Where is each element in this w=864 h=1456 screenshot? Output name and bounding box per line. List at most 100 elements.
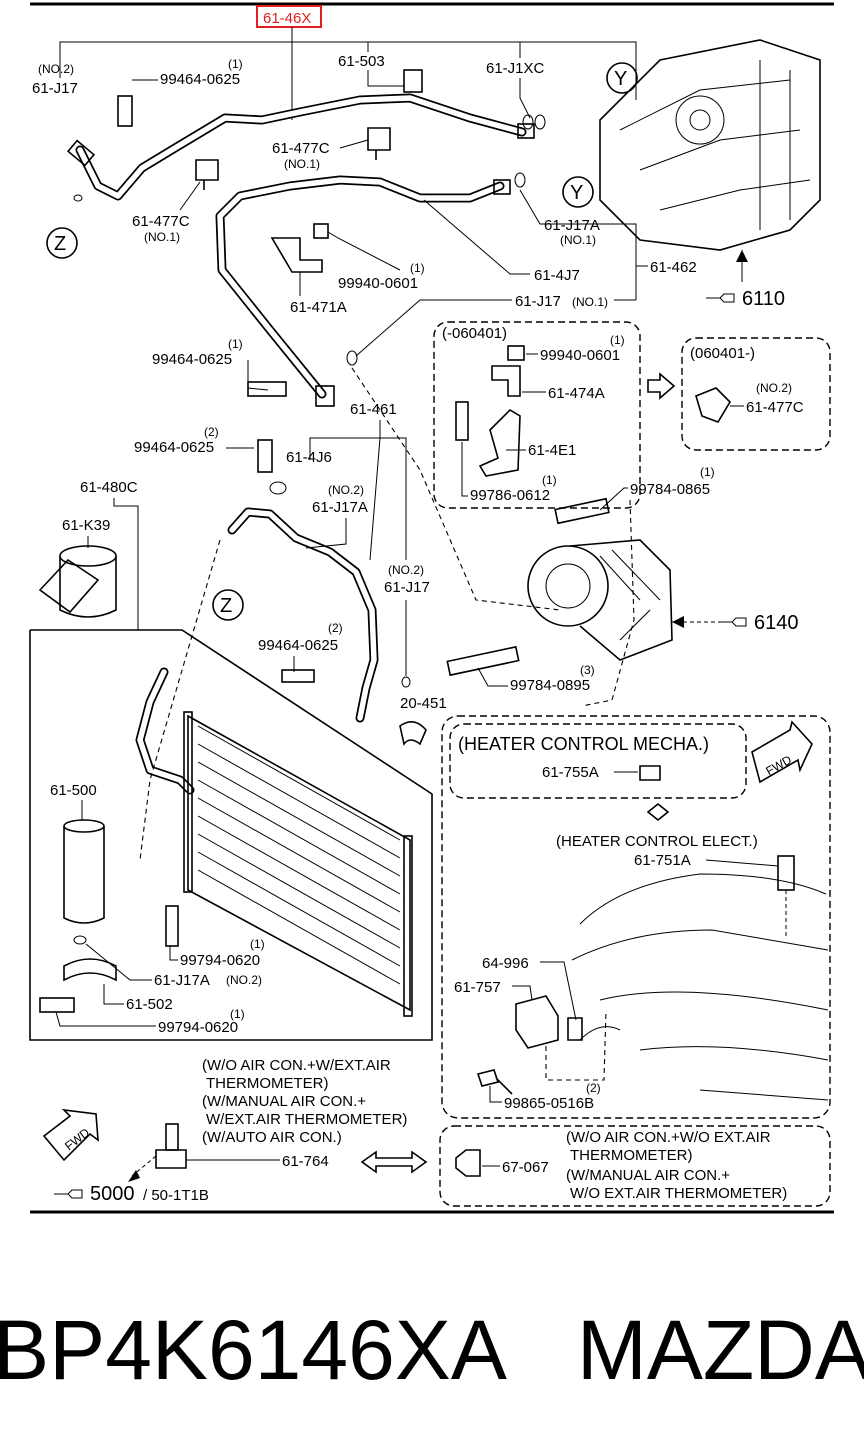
- svg-text:(-060401): (-060401): [442, 325, 507, 342]
- label-99464-0625-c[interactable]: 99464-0625: [134, 439, 214, 456]
- label-61-502[interactable]: 61-502: [126, 996, 173, 1013]
- bolt-0625-c: [257, 439, 273, 473]
- svg-text:(NO.2): (NO.2): [328, 483, 364, 497]
- label-61-471a[interactable]: 61-471A: [290, 299, 347, 316]
- label-61-j17a-b[interactable]: 61-J17A: [312, 499, 368, 516]
- label-61-j17-no1[interactable]: 61-J17: [515, 293, 561, 310]
- label-61-480c[interactable]: 61-480C: [80, 479, 138, 496]
- svg-text:Y: Y: [614, 68, 627, 90]
- pipe-fitting-suction: [493, 179, 511, 195]
- heater-mecha-title: (HEATER CONTROL MECHA.): [458, 734, 709, 754]
- condenser-core: [183, 711, 413, 1017]
- pipe-fitting-left: [66, 139, 96, 167]
- label-61-755a[interactable]: 61-755A: [542, 764, 599, 781]
- label-61-477c-c[interactable]: 61-477C: [746, 399, 804, 416]
- alternative-arrow: [360, 1150, 428, 1174]
- label-61-474a[interactable]: 61-474A: [548, 385, 605, 402]
- svg-text:Z: Z: [220, 595, 232, 617]
- label-61-764[interactable]: 61-764: [282, 1153, 329, 1170]
- bolt-0895: [446, 645, 520, 677]
- label-99940-0601-b[interactable]: 99940-0601: [540, 347, 620, 364]
- label-20-451[interactable]: 20-451: [400, 695, 447, 712]
- label-61-503[interactable]: 61-503: [338, 53, 385, 70]
- label-61-j17a-no1[interactable]: 61-J17A: [544, 217, 600, 234]
- ref-6140[interactable]: 6140: [718, 612, 799, 634]
- label-99464-0625-d[interactable]: 99464-0625: [258, 637, 338, 654]
- label-99794-0620-b[interactable]: 99794-0620: [158, 1019, 238, 1036]
- svg-text:(NO.1): (NO.1): [144, 230, 180, 244]
- ambient-sensor-61-764: [155, 1123, 187, 1169]
- label-99784-0895[interactable]: 99784-0895: [510, 677, 590, 694]
- label-61-751a[interactable]: 61-751A: [634, 852, 691, 869]
- ref-5000[interactable]: 5000 / 50-1T1B: [54, 1183, 209, 1205]
- ref-6110[interactable]: 6110: [706, 288, 785, 310]
- label-61-500[interactable]: 61-500: [50, 782, 97, 799]
- variant-box-pre-060401: (-060401) (1) 99940-0601 61-474A 61-4E1 …: [433, 321, 641, 509]
- label-61-4j6[interactable]: 61-4J6: [286, 449, 332, 466]
- label-99940-0601-a[interactable]: 99940-0601: [338, 275, 418, 292]
- label-99865-0516b[interactable]: 99865-0516B: [504, 1095, 594, 1112]
- label-99786-0612[interactable]: 99786-0612: [470, 487, 550, 504]
- label-99794-0620-a[interactable]: 99794-0620: [180, 952, 260, 969]
- label-99464-0625-b[interactable]: 99464-0625: [152, 351, 232, 368]
- label-61-757[interactable]: 61-757: [454, 979, 501, 996]
- note-1-line-2: THERMOMETER): [206, 1075, 329, 1092]
- svg-text:6110: 6110: [742, 288, 785, 310]
- svg-text:Y: Y: [570, 182, 583, 204]
- bolt-0612: [455, 401, 469, 441]
- highlight-box: [256, 5, 322, 28]
- svg-text:6140: 6140: [754, 612, 799, 634]
- label-61-k39[interactable]: 61-K39: [62, 517, 110, 534]
- callout-z-left[interactable]: Z: [46, 227, 78, 259]
- dashboard-sketch: [571, 873, 829, 1101]
- note-1-line-5: (W/AUTO AIR CON.): [202, 1129, 342, 1146]
- callout-y-mid[interactable]: Y: [562, 176, 594, 208]
- label-61-461[interactable]: 61-461: [350, 401, 397, 418]
- label-64-996[interactable]: 64-996: [482, 955, 529, 972]
- actuator-61-757: [515, 995, 559, 1049]
- label-61-462[interactable]: 61-462: [650, 259, 697, 276]
- caption-part-number: BP4K6146XA: [0, 1302, 507, 1397]
- bracket-4e1: [478, 408, 521, 477]
- bolt-0625-d: [281, 669, 315, 683]
- parts-diagram: 61-46X Y: [29, 2, 834, 1214]
- note-1-line-4: W/EXT.AIR THERMOMETER): [206, 1111, 407, 1128]
- highlighted-part-label: 61-46X: [263, 10, 311, 27]
- callout-z-lower[interactable]: Z: [212, 589, 244, 621]
- label-61-477c-b[interactable]: 61-477C: [132, 213, 190, 230]
- svg-text:(1): (1): [610, 333, 625, 347]
- svg-text:(1): (1): [410, 261, 425, 275]
- clamp-477c-c: [695, 387, 732, 423]
- clamp-61-502: [63, 958, 117, 982]
- bolt-0865: [554, 497, 610, 525]
- heater-control-box: (HEATER CONTROL MECHA.) 61-755A FWD (HEA…: [441, 715, 831, 1119]
- label-99464-0625-a[interactable]: 99464-0625: [160, 71, 240, 88]
- label-99784-0865[interactable]: 99784-0865: [630, 481, 710, 498]
- svg-text:(1): (1): [542, 473, 557, 487]
- bolt-0620-a: [165, 905, 179, 947]
- label-61-j17a-no2[interactable]: 61-J17A: [154, 972, 210, 989]
- label-61-4j7[interactable]: 61-4J7: [534, 267, 580, 284]
- nut-0601-a: [313, 223, 329, 239]
- bracket-474a: [491, 365, 521, 397]
- svg-text:/ 50-1T1B: / 50-1T1B: [143, 1187, 209, 1204]
- callout-y-top[interactable]: Y: [606, 62, 638, 94]
- svg-text:(2): (2): [586, 1081, 601, 1095]
- svg-text:(060401-): (060401-): [690, 345, 755, 362]
- suction-pipe: [215, 175, 505, 399]
- clip-20-451: [399, 721, 427, 746]
- note-2-line-1: (W/O AIR CON.+W/O EXT.AIR: [566, 1129, 771, 1146]
- label-67-067[interactable]: 67-067: [502, 1159, 549, 1176]
- label-61-j1xc[interactable]: 61-J1XC: [486, 60, 545, 77]
- label-61-j17-a[interactable]: 61-J17: [32, 80, 78, 97]
- highlighted-part-callout[interactable]: 61-46X: [256, 5, 322, 28]
- clamp-477c-b: [195, 159, 219, 190]
- label-61-j17-b[interactable]: 61-J17: [384, 579, 430, 596]
- svg-text:(1): (1): [228, 57, 243, 71]
- variant-arrow-small: [646, 802, 670, 822]
- svg-text:(NO.1): (NO.1): [284, 157, 320, 171]
- heater-elect-title: (HEATER CONTROL ELECT.): [556, 833, 758, 850]
- label-61-477c-a[interactable]: 61-477C: [272, 140, 330, 157]
- svg-text:5000: 5000: [90, 1183, 135, 1205]
- label-61-4e1[interactable]: 61-4E1: [528, 442, 576, 459]
